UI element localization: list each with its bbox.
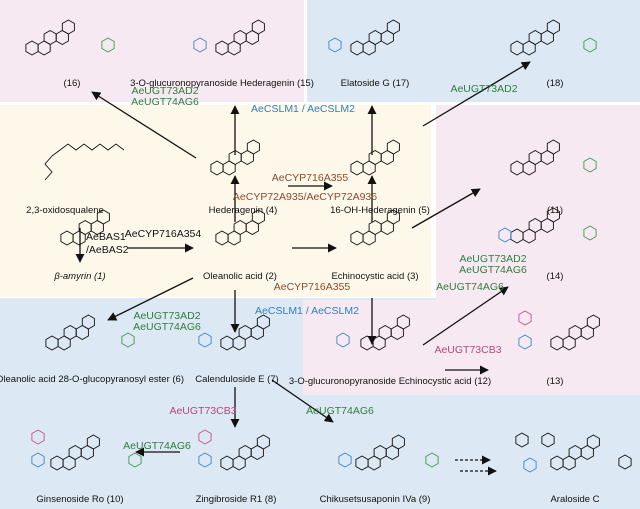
molecule-17-skeleton (350, 19, 400, 56)
molecule-11-skeleton (510, 139, 560, 176)
label-15: 3-O-glucuronopyranoside Hederagenin (15) (130, 78, 314, 89)
arrow-4-to-16 (91, 91, 197, 159)
label-squalene: 2,3-oxidosqualene (26, 205, 104, 216)
arrow-2-to-6 (107, 277, 194, 321)
molecule-6-sugar (121, 332, 135, 348)
enzyme-ugt74ag6: AeUGT74AG6 (459, 264, 527, 276)
enzyme-ugt74ag6: AeUGT74AG6 (306, 405, 374, 417)
compound-labels: (16) 3-O-glucuronopyranoside Hederagenin… (0, 78, 600, 505)
molecule-16-oh-hederagenin-skeleton (350, 139, 400, 176)
enzyme-ugt73cb3: AeUGT73CB3 (169, 405, 236, 417)
label-5: 16-OH-Hederagenin (5) (330, 205, 430, 216)
arrow-7-to-9 (271, 379, 334, 423)
label-9: Chikusetsusaponin IVa (9) (320, 494, 431, 505)
molecule-oleanolic-acid-skeleton (215, 209, 265, 246)
label-2: Oleanolic acid (2) (203, 271, 277, 282)
enzyme-cyp716a355: AeCYP716A355 (272, 172, 349, 184)
molecule-8-sugar (198, 429, 212, 445)
enzyme-ugt74ag6: AeUGT74AG6 (133, 321, 201, 333)
molecule-7-skeleton (220, 314, 270, 351)
molecule-13-sugar (518, 334, 532, 350)
molecule-araloside-c-sugar (523, 457, 537, 473)
molecule-15-skeleton (215, 19, 265, 56)
label-16: (16) (64, 78, 81, 89)
molecule-10-sugar (31, 429, 45, 445)
label-7: Calenduloside E (7) (195, 374, 278, 385)
molecule-17-sugar (328, 37, 342, 53)
arrow-5-to-18 (422, 61, 531, 127)
molecule-16-sugar (101, 37, 115, 53)
region-blue-top-right (307, 0, 640, 102)
molecule-15-sugar (193, 37, 207, 53)
enzyme-cslm: AeCSLM1 / AeCSLM2 (251, 103, 355, 115)
molecule-10-sugar (128, 452, 142, 468)
molecule-echinocystic-acid-skeleton (350, 209, 400, 246)
enzyme-cyp716a354: AeCYP716A354 (125, 228, 202, 240)
molecule-structures (25, 19, 632, 473)
enzyme-ugt74ag6: AeUGT74AG6 (131, 96, 199, 108)
enzyme-labels: AeUGT73AD2 AeUGT74AG6 AeUGT73AD2 AeCSLM1… (86, 83, 527, 452)
molecule-beta-amyrin-skeleton (60, 209, 110, 246)
molecule-oxidosqualene (44, 143, 125, 181)
molecule-araloside-c-skeleton (550, 434, 600, 471)
label-18: (18) (547, 78, 564, 89)
label-8: Zingibroside R1 (8) (196, 494, 277, 505)
enzyme-cyp716a355-lower: AeCYP716A355 (274, 281, 351, 293)
label-13: (13) (547, 376, 564, 387)
molecule-18-skeleton (510, 19, 560, 56)
enzyme-bas2: /AeBAS2 (86, 244, 129, 256)
enzyme-ugt73cb3: AeUGT73CB3 (434, 344, 501, 356)
molecule-14-sugar (498, 227, 512, 243)
molecule-10-sugar (31, 452, 45, 468)
arrow-3-to-11 (411, 188, 481, 229)
label-17: Elatoside G (17) (341, 78, 410, 89)
enzyme-ugt74ag6: AeUGT74AG6 (436, 281, 504, 293)
molecule-12-skeleton (360, 314, 410, 351)
molecule-araloside-c-sugar (515, 432, 529, 448)
enzyme-ugt73ad2: AeUGT73AD2 (131, 85, 198, 97)
region-yellow-center (0, 105, 431, 297)
enzyme-ugt73ad2: AeUGT73AD2 (133, 310, 200, 322)
label-araloside-c: Araloside C (550, 494, 599, 505)
region-pink-right (303, 105, 640, 395)
molecule-8-skeleton (220, 434, 270, 471)
label-11: (11) (547, 205, 563, 216)
enzyme-ugt73ad2: AeUGT73AD2 (459, 253, 526, 265)
label-4: Hederagenin (4) (209, 205, 278, 216)
label-14: (14) (547, 271, 564, 282)
molecule-8-sugar (198, 452, 212, 468)
molecule-6-skeleton (45, 314, 95, 351)
molecule-13-sugar (518, 310, 532, 326)
label-3: Echinocystic acid (3) (331, 271, 418, 282)
arrows (75, 61, 531, 476)
label-6: Oleanolic acid 28-O-glucopyranosyl ester… (0, 374, 184, 385)
label-12: 3-O-glucuronopyranoside Echinocystic aci… (289, 376, 491, 387)
molecule-9-sugar (338, 452, 352, 468)
enzyme-bas1: AeBAS1 (86, 231, 126, 243)
molecule-11-sugar (583, 157, 597, 173)
molecule-14-skeleton (510, 207, 560, 244)
label-10: Ginsenoside Ro (10) (36, 494, 123, 505)
molecule-7-sugar (198, 332, 212, 348)
enzyme-cslm: AeCSLM1 / AeCSLM2 (255, 305, 359, 317)
molecule-9-sugar (425, 452, 439, 468)
molecule-18-sugar (583, 37, 597, 53)
molecule-10-skeleton (50, 434, 100, 471)
molecule-12-sugar (336, 332, 350, 348)
enzyme-ugt73ad2: AeUGT73AD2 (450, 83, 517, 95)
arrow-12-to-14 (422, 286, 509, 346)
molecule-13-skeleton (550, 314, 600, 351)
molecule-14-sugar (583, 225, 597, 241)
molecule-araloside-c-sugar (618, 454, 632, 470)
molecule-16-skeleton (25, 19, 75, 56)
region-pink-top-left (0, 0, 304, 102)
enzyme-cyp72a935-936: AeCYP72A935/AeCYP72A936 (233, 191, 377, 203)
molecule-9-skeleton (355, 434, 405, 471)
enzyme-ugt74ag6: AeUGT74AG6 (123, 440, 191, 452)
molecule-araloside-c-sugar (541, 432, 555, 448)
label-1: β-amyrin (1) (53, 271, 105, 282)
